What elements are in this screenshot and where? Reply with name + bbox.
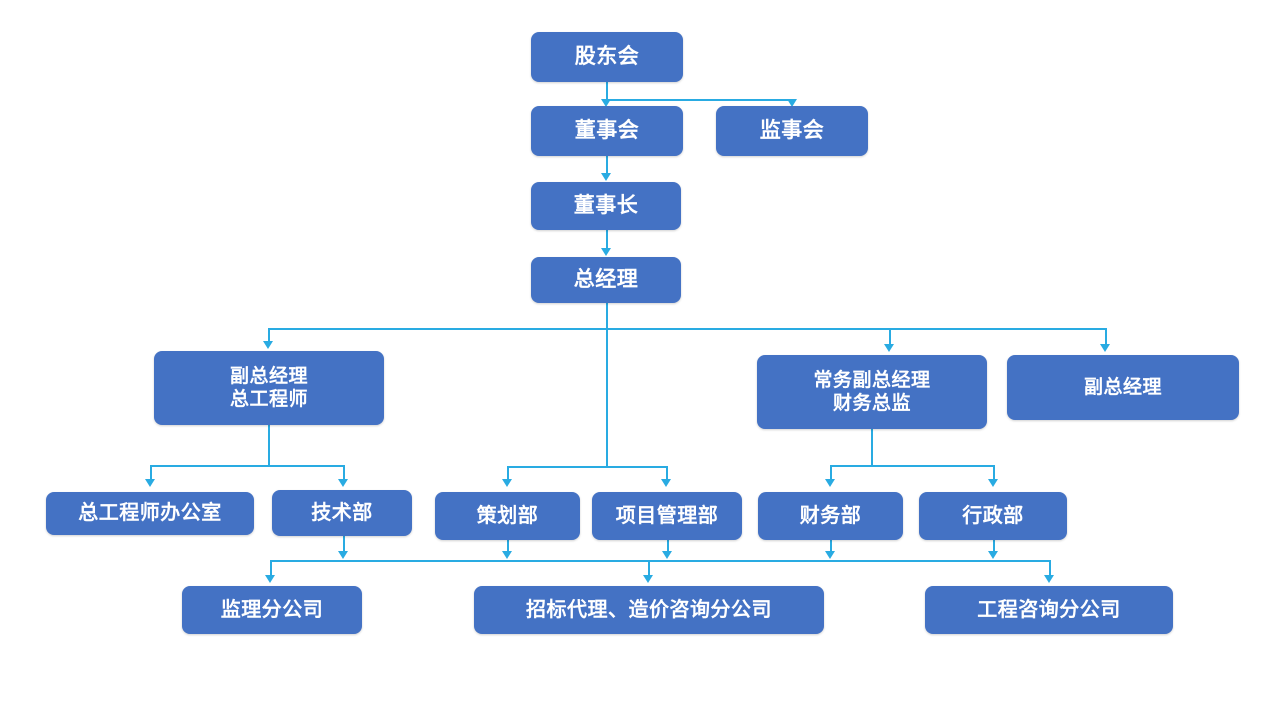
edge-to-technology: [343, 465, 345, 480]
node-board-of-directors[interactable]: 董事会: [531, 106, 683, 156]
edge-gm-center-trunk: [606, 328, 608, 466]
arrow-to-board-directors: [601, 99, 611, 107]
node-chairman[interactable]: 董事长: [531, 182, 681, 230]
arrow-finance-drop: [825, 551, 835, 559]
edge-deputy-chief-stub: [268, 425, 270, 466]
node-finance-department[interactable]: 财务部: [758, 492, 903, 540]
arrow-to-bidding-branch: [643, 575, 653, 583]
arrow-to-engineering-branch: [1044, 575, 1054, 583]
edge-shareholders-bus: [606, 99, 793, 101]
arrow-admin-drop: [988, 551, 998, 559]
arrow-to-supervision-branch: [265, 575, 275, 583]
edge-to-chief-eng-office: [150, 465, 152, 480]
arrow-gm-to-exec-deputy: [884, 344, 894, 352]
node-deputy-general-manager[interactable]: 副总经理: [1007, 355, 1239, 420]
edge-to-engineering-branch: [1049, 560, 1051, 576]
node-general-manager[interactable]: 总经理: [531, 257, 681, 303]
node-planning-department[interactable]: 策划部: [435, 492, 580, 540]
node-board-of-supervisors[interactable]: 监事会: [716, 106, 868, 156]
edge-to-supervision-branch: [270, 560, 272, 576]
edge-exec-deputy-bus: [830, 465, 994, 467]
node-bidding-cost-consulting-branch[interactable]: 招标代理、造价咨询分公司: [474, 586, 824, 634]
edge-deputy-chief-bus: [150, 465, 344, 467]
arrow-to-board-supervisors: [787, 99, 797, 107]
arrow-technology-drop: [338, 551, 348, 559]
arrow-to-admin: [988, 479, 998, 487]
node-technology-department[interactable]: 技术部: [272, 490, 412, 536]
edge-gm-stub: [606, 303, 608, 329]
node-engineering-consulting-branch[interactable]: 工程咨询分公司: [925, 586, 1173, 634]
node-project-management-department[interactable]: 项目管理部: [592, 492, 742, 540]
edge-gm-to-deputy: [1105, 328, 1107, 344]
node-shareholders-meeting[interactable]: 股东会: [531, 32, 683, 82]
arrow-gm-to-deputy: [1100, 344, 1110, 352]
node-chief-engineer-office[interactable]: 总工程师办公室: [46, 492, 254, 535]
edge-exec-deputy-stub: [871, 429, 873, 466]
arrow-to-project-mgmt: [661, 479, 671, 487]
edge-gm-to-exec-deputy: [889, 328, 891, 344]
node-executive-deputy-gm-cfo[interactable]: 常务副总经理 财务总监: [757, 355, 987, 429]
node-deputy-gm-chief-engineer[interactable]: 副总经理 总工程师: [154, 351, 384, 425]
edge-finance-drop: [830, 540, 832, 552]
edge-subsidiary-bus: [270, 560, 1050, 562]
edge-chairman-to-gm: [606, 230, 608, 249]
edge-mid-dept-bus: [507, 466, 668, 468]
edge-project-mgmt-drop: [667, 540, 669, 552]
edge-board-to-chairman: [606, 156, 608, 174]
edge-to-planning: [507, 466, 509, 480]
arrow-to-planning: [502, 479, 512, 487]
node-supervision-branch[interactable]: 监理分公司: [182, 586, 362, 634]
node-administration-department[interactable]: 行政部: [919, 492, 1067, 540]
edge-planning-drop: [507, 540, 509, 552]
arrow-to-chief-eng-office: [145, 479, 155, 487]
edge-gm-to-deputy-chief: [268, 328, 270, 341]
edge-technology-drop: [343, 536, 345, 552]
arrow-project-mgmt-drop: [662, 551, 672, 559]
arrow-to-finance: [825, 479, 835, 487]
edge-to-admin: [993, 465, 995, 480]
arrow-gm-to-deputy-chief: [263, 341, 273, 349]
arrow-to-technology: [338, 479, 348, 487]
edge-to-finance: [830, 465, 832, 480]
edge-to-bidding-branch: [648, 560, 650, 576]
arrow-board-to-chairman: [601, 173, 611, 181]
edge-admin-drop: [993, 540, 995, 552]
arrow-planning-drop: [502, 551, 512, 559]
edge-gm-bus: [268, 328, 1106, 330]
edge-to-project-mgmt: [666, 466, 668, 480]
edge-shareholders-stub: [606, 82, 608, 100]
arrow-chairman-to-gm: [601, 248, 611, 256]
